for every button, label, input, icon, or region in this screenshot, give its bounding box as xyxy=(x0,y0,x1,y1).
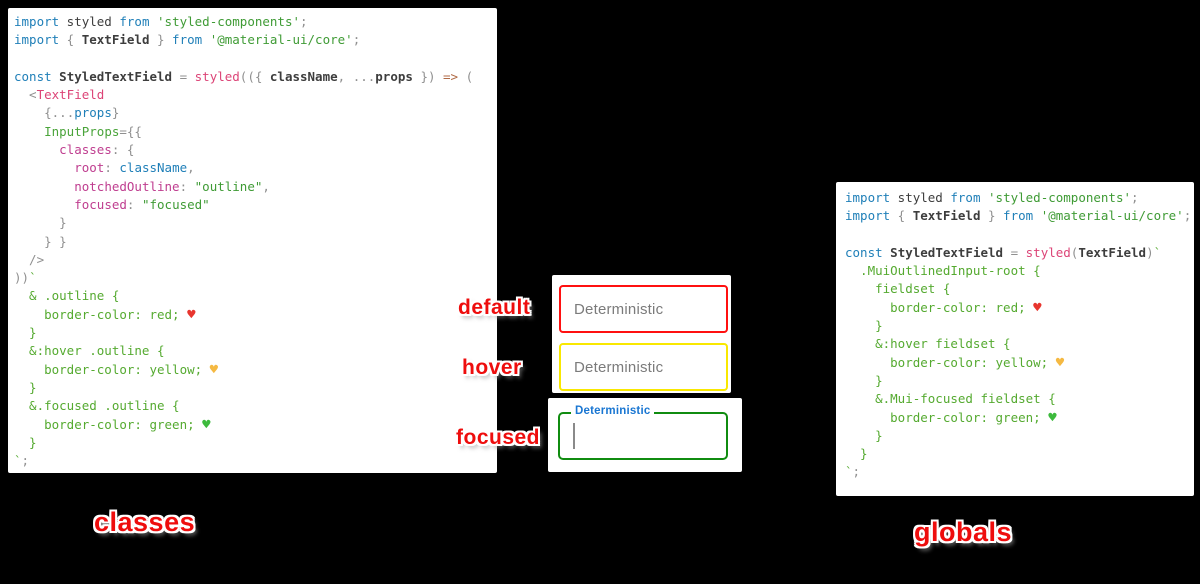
code-line: } } xyxy=(14,233,67,249)
code-line: } xyxy=(845,446,868,462)
code-line: <TextField xyxy=(14,87,105,103)
code-line: /> xyxy=(14,251,45,267)
globals-code-panel: import styled from 'styled-components'; i… xyxy=(836,182,1194,496)
code-line: const StyledTextField = styled(({ classN… xyxy=(14,68,474,84)
annotation-hover: hover xyxy=(462,356,522,379)
code-line: } xyxy=(14,215,67,231)
code-line: InputProps={{ xyxy=(44,123,142,139)
code-line: {...props} xyxy=(14,105,120,121)
textfield-floating-label: Deterministic xyxy=(571,405,655,417)
caption-classes: classes xyxy=(94,507,196,537)
code-line xyxy=(14,50,497,68)
code-line: notchedOutline: "outline", xyxy=(74,178,270,194)
code-line: } xyxy=(14,434,37,450)
code-line: root: className, xyxy=(74,160,195,176)
code-line: import { TextField } from '@material-ui/… xyxy=(845,208,1192,224)
classes-code-panel: import styled from 'styled-components'; i… xyxy=(8,8,497,473)
code-line: border-color: yellow; ♥ xyxy=(14,361,219,378)
code-line: const StyledTextField = styled(TextField… xyxy=(845,244,1162,260)
code-line xyxy=(845,226,1194,244)
yellow-heart-emoji: ♥ xyxy=(1055,354,1065,371)
code-line: } xyxy=(845,427,883,443)
code-line: `; xyxy=(845,464,861,480)
annotation-default: default xyxy=(458,296,531,319)
red-heart-emoji: ♥ xyxy=(1033,299,1042,316)
code-line: &:hover fieldset { xyxy=(845,336,1011,352)
code-line: classes: { xyxy=(59,142,135,158)
code-line: import styled from 'styled-components'; xyxy=(14,14,308,29)
code-line: border-color: yellow; ♥ xyxy=(845,354,1065,371)
code-line: .MuiOutlinedInput-root { xyxy=(845,263,1041,279)
red-heart-emoji: ♥ xyxy=(187,306,196,323)
code-line: ))` xyxy=(14,270,37,286)
code-line: &.focused .outline { xyxy=(14,398,180,414)
code-line: import { TextField } from '@material-ui/… xyxy=(14,32,361,48)
code-line: & .outline { xyxy=(14,288,120,304)
code-line: `; xyxy=(14,453,30,469)
code-line: } xyxy=(845,318,883,334)
code-line: } xyxy=(14,379,37,395)
code-line: border-color: green; ♥ xyxy=(845,409,1057,426)
textfield-placeholder: Deterministic xyxy=(574,358,664,376)
code-line: } xyxy=(14,325,37,341)
caption-globals: globals xyxy=(914,517,1013,547)
code-line: border-color: red; ♥ xyxy=(14,306,196,323)
yellow-heart-emoji: ♥ xyxy=(209,361,219,378)
code-line: } xyxy=(845,372,883,388)
code-line: focused: "focused" xyxy=(74,196,210,212)
textfield-hover-state[interactable]: Deterministic xyxy=(559,343,728,391)
code-line: border-color: red; ♥ xyxy=(845,299,1042,316)
annotation-focused: focused xyxy=(456,426,541,449)
code-line: &.Mui-focused fieldset { xyxy=(845,391,1056,407)
green-heart-emoji: ♥ xyxy=(1048,409,1057,426)
textfield-default-state[interactable]: Deterministic xyxy=(559,285,728,333)
textfield-placeholder: Deterministic xyxy=(574,300,664,318)
code-line: border-color: green; ♥ xyxy=(14,416,211,433)
code-line: fieldset { xyxy=(845,281,951,297)
textfield-focused-state[interactable]: Deterministic xyxy=(558,405,728,460)
code-line: import styled from 'styled-components'; xyxy=(845,190,1139,205)
text-cursor xyxy=(573,423,575,449)
green-heart-emoji: ♥ xyxy=(202,416,211,433)
code-line: &:hover .outline { xyxy=(14,343,165,359)
